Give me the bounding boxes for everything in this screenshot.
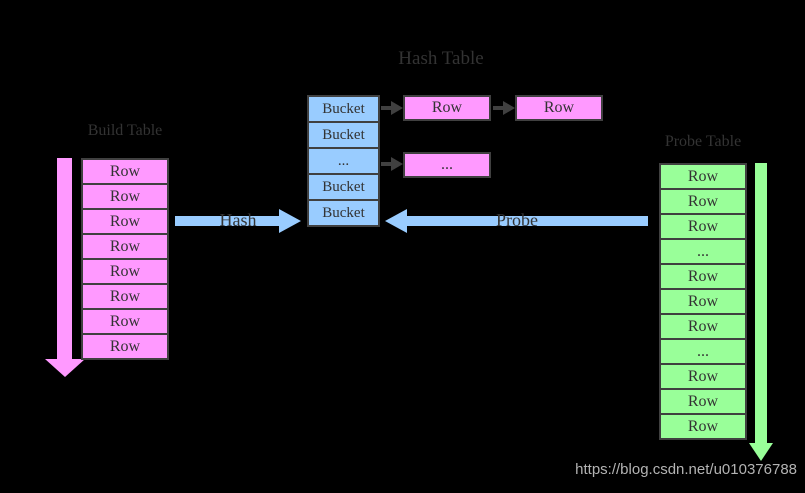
probe-arrow-label: Probe (496, 210, 538, 230)
hash-table-bucket: Bucket (307, 95, 380, 123)
probe-scan-arrowhead-icon (749, 443, 773, 461)
hash-arrowhead-icon (279, 209, 301, 233)
hash-arrow-label: Hash (219, 210, 257, 230)
build-scan-arrowhead-icon (45, 359, 85, 377)
hash-table-bucket: Bucket (307, 121, 380, 149)
dots-chain-connector (381, 162, 393, 166)
build-table-label: Build Table (87, 122, 163, 139)
probe-table-row: Row (659, 213, 747, 240)
hash-table-bucket: Bucket (307, 173, 380, 201)
build-scan-arrow (57, 158, 72, 359)
bucket-chain-connector (381, 106, 393, 110)
hash-table-bucket: ... (307, 147, 380, 175)
probe-table-row: Row (659, 288, 747, 315)
probe-table-row: Row (659, 263, 747, 290)
chain-row-2: Row (515, 95, 603, 121)
watermark-url: https://blog.csdn.net/u010376788 (575, 461, 797, 478)
build-table-row: Row (81, 308, 169, 335)
probe-table-row: ... (659, 338, 747, 365)
probe-arrowhead-icon (385, 209, 407, 233)
probe-table-row: Row (659, 363, 747, 390)
build-table-row: Row (81, 258, 169, 285)
hash-table-bucket: Bucket (307, 199, 380, 227)
bucket-chain-arrowhead-icon (391, 101, 403, 115)
probe-table-row: Row (659, 188, 747, 215)
build-table-row: Row (81, 208, 169, 235)
probe-table-row: Row (659, 413, 747, 440)
row-chain-arrowhead-icon (503, 101, 515, 115)
build-table-row: Row (81, 333, 169, 360)
diagram-title: Hash Table (398, 48, 484, 69)
probe-table-row: Row (659, 388, 747, 415)
probe-arrow (407, 216, 648, 226)
probe-table-row: Row (659, 313, 747, 340)
probe-table-label: Probe Table (664, 133, 742, 150)
build-table-row: Row (81, 283, 169, 310)
probe-table-row: ... (659, 238, 747, 265)
build-table-row: Row (81, 233, 169, 260)
hash-arrow (175, 216, 280, 226)
probe-scan-arrow (755, 163, 767, 443)
chain-row-1: Row (403, 95, 491, 121)
dots-chain-arrowhead-icon (391, 157, 403, 171)
row-chain-connector (493, 106, 505, 110)
build-table-row: Row (81, 183, 169, 210)
probe-table-row: Row (659, 163, 747, 190)
chain-dots: ... (403, 152, 491, 178)
build-table-row: Row (81, 158, 169, 185)
